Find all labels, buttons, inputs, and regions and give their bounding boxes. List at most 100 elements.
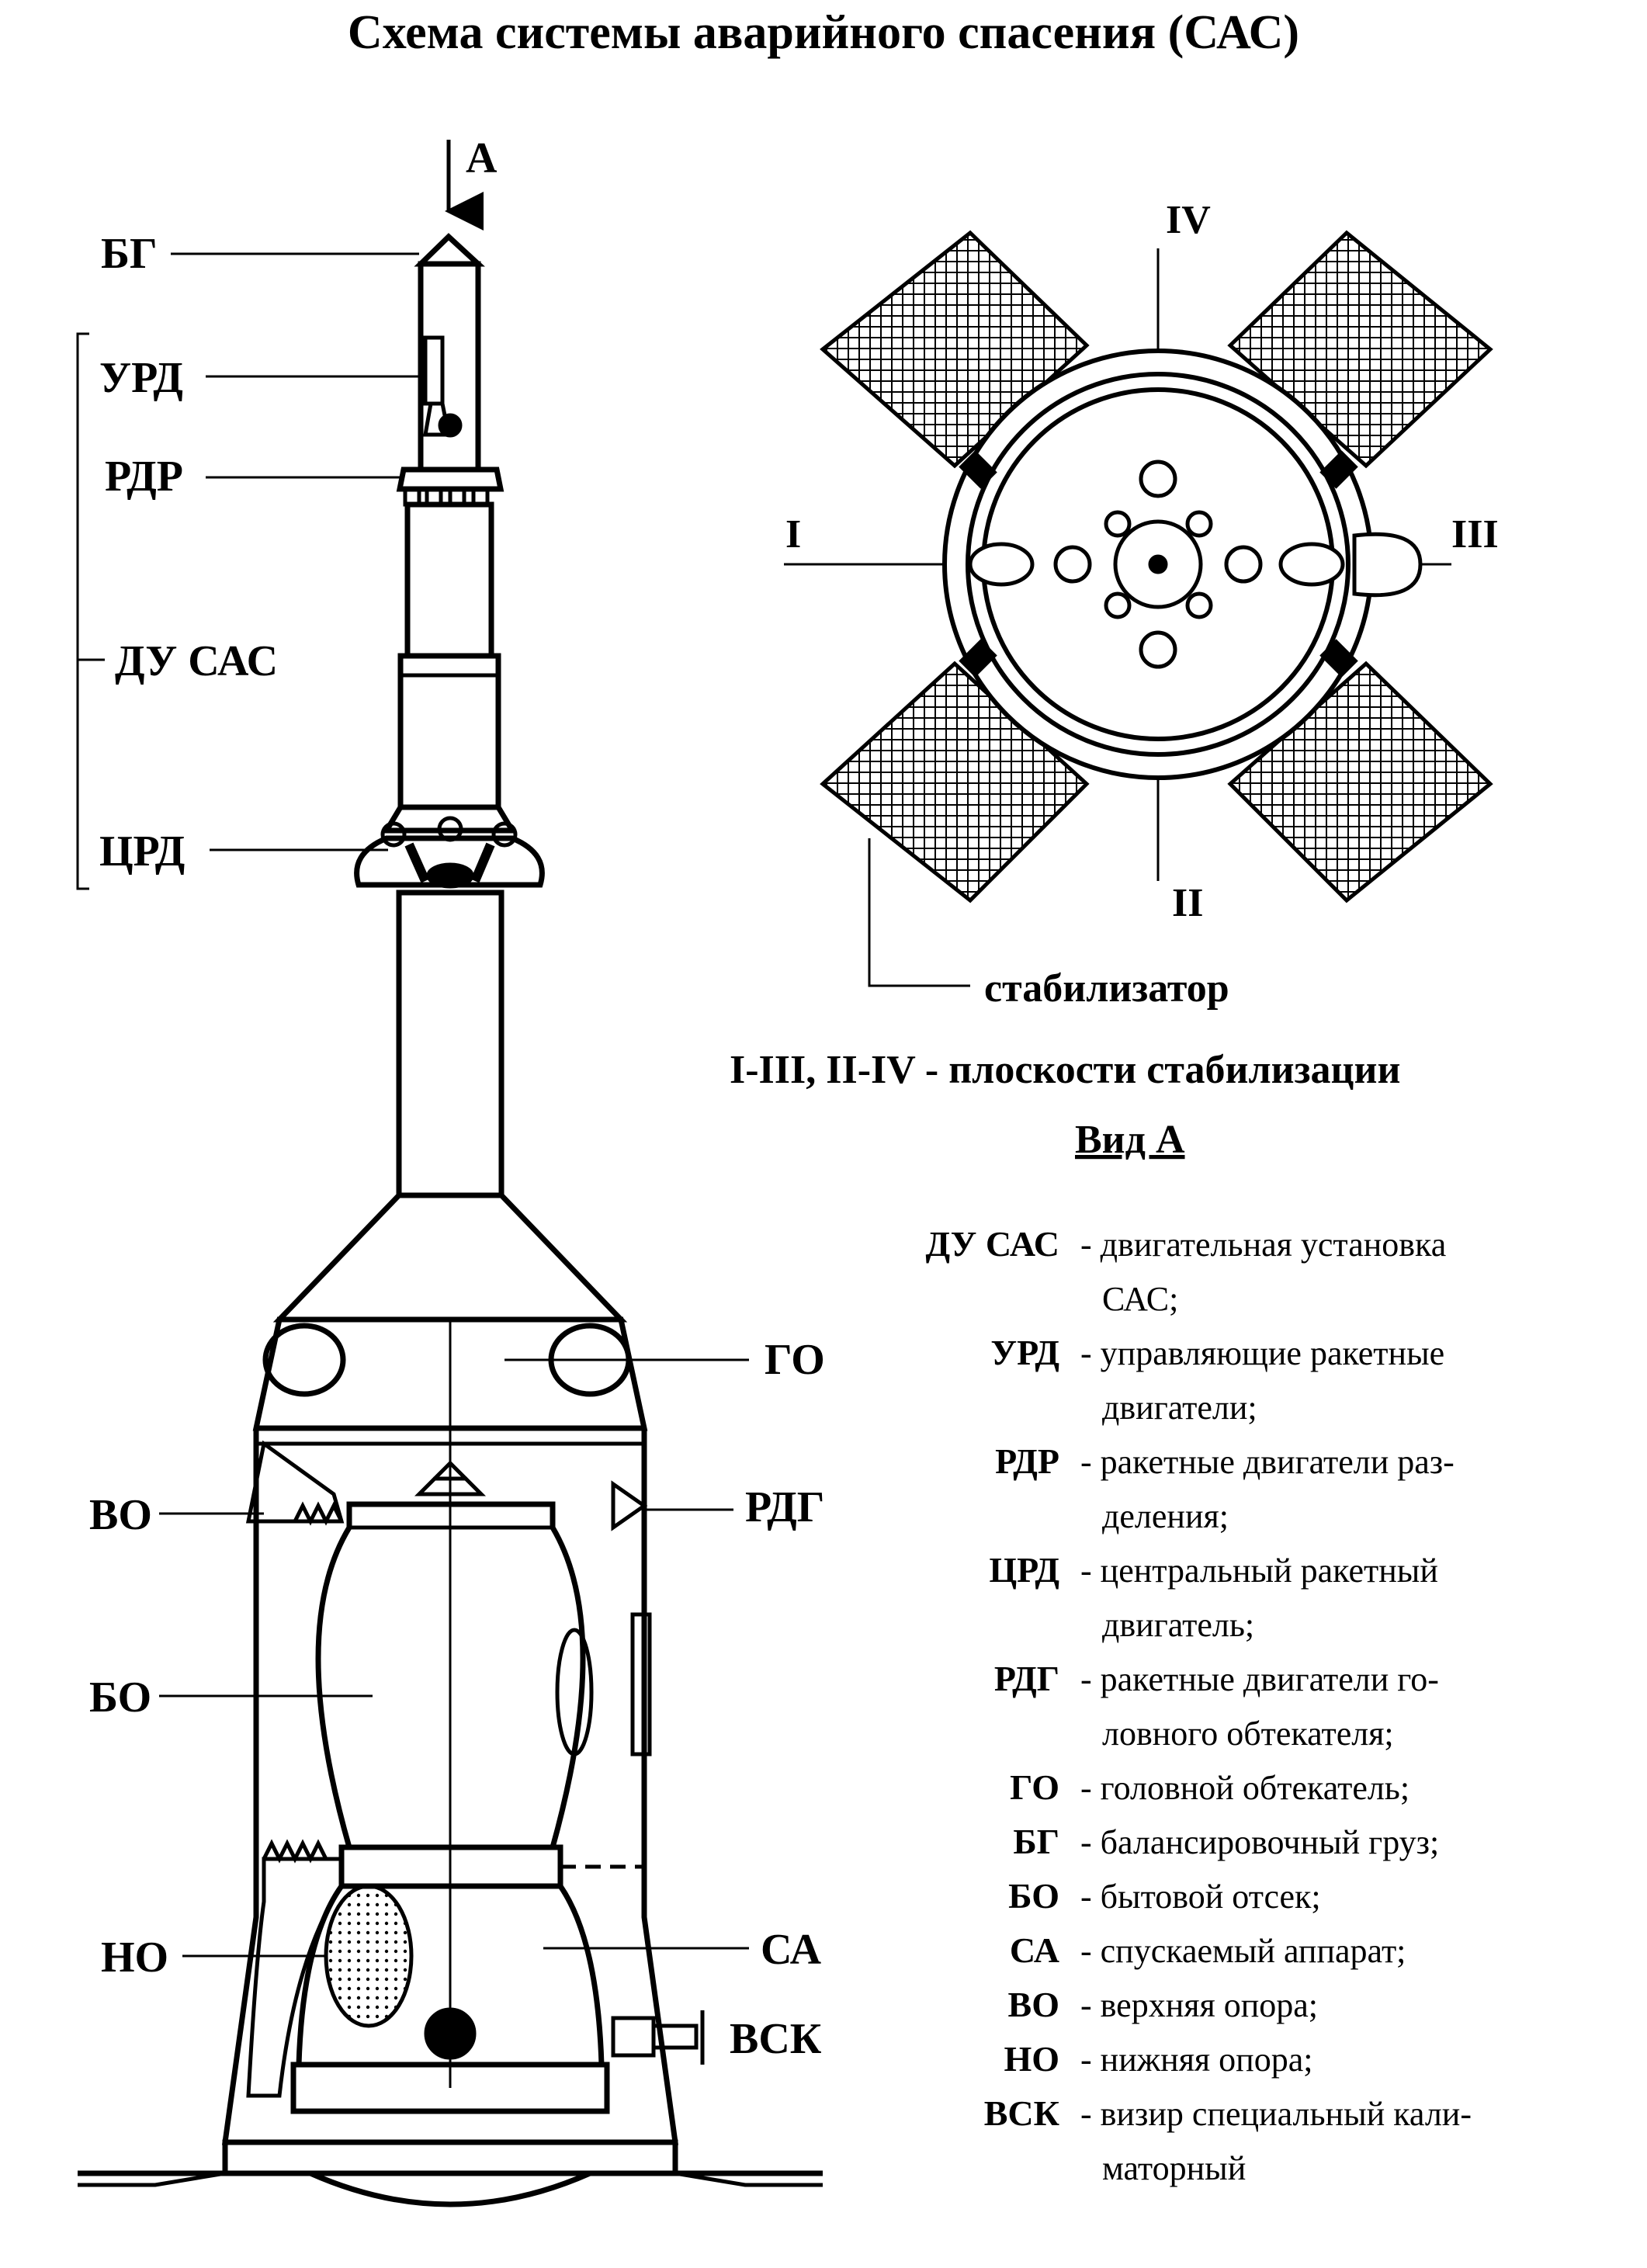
label-bg: БГ bbox=[101, 230, 158, 278]
view-a: I II III IV стабилизатор I-III, II-IV - … bbox=[730, 198, 1499, 1162]
legend-abbr: РДГ bbox=[994, 1659, 1059, 1698]
rdr-ring bbox=[396, 466, 505, 492]
axis-label-iii: III bbox=[1451, 512, 1499, 557]
inner-ring bbox=[966, 372, 1351, 757]
axis-label-i: I bbox=[785, 512, 801, 557]
legend-row: ВО - верхняя опора; bbox=[1008, 1985, 1319, 2024]
sa-port bbox=[424, 2007, 477, 2060]
legend-abbr: СА bbox=[1010, 1930, 1059, 1970]
adapter-cone bbox=[272, 1192, 628, 1323]
legend-abbr: ВО bbox=[1008, 1985, 1059, 2024]
label-sa: СА bbox=[761, 1926, 822, 1974]
legend-abbr: УРД bbox=[990, 1333, 1059, 1372]
upper-support bbox=[245, 1440, 345, 1524]
legend-desc: - ракетные двигатели раз- bbox=[1080, 1443, 1455, 1481]
upper-support-spring bbox=[293, 1501, 344, 1526]
lower-support-spring bbox=[262, 1839, 328, 1864]
du-sas-upper-body bbox=[404, 501, 494, 659]
engine-cluster bbox=[968, 459, 1423, 669]
crd-center bbox=[1148, 554, 1168, 574]
leader-lines bbox=[76, 252, 749, 1958]
legend-abbr: БО bbox=[1008, 1876, 1059, 1916]
legend-desc: двигатели; bbox=[1102, 1389, 1257, 1427]
planes-caption: I-III, II-IV - плоскости стабилизации bbox=[730, 1048, 1400, 1092]
legend-row: РДР - ракетные двигатели раз-деления; bbox=[995, 1441, 1455, 1535]
sas-tower-tube bbox=[396, 890, 505, 1198]
sa-base bbox=[290, 2062, 610, 2114]
legend-row: НО - нижняя опора; bbox=[1004, 2039, 1312, 2079]
legend-row: ГО - головной обтекатель; bbox=[1010, 1767, 1409, 1807]
label-rdr: РДР bbox=[105, 453, 183, 501]
legend-abbr: ВСК bbox=[984, 2093, 1059, 2133]
vsk-bump bbox=[1352, 532, 1423, 598]
vsk-collimator bbox=[611, 2016, 656, 2058]
label-no: НО bbox=[101, 1933, 168, 1982]
legend-desc: - управляющие ракетные bbox=[1080, 1334, 1444, 1372]
legend-abbr: РДР bbox=[995, 1441, 1059, 1481]
stabilizer-fin-bottom-left bbox=[820, 661, 1090, 903]
legend-desc: САС; bbox=[1102, 1280, 1178, 1318]
legend-row: ЦРД - центральный ракетный двигатель; bbox=[989, 1550, 1437, 1644]
stabilizer-leader bbox=[868, 838, 970, 987]
diagram-title: Схема системы аварийного спасения (САС) bbox=[347, 6, 1300, 59]
urd-valve bbox=[438, 413, 463, 438]
stabilizer-fins bbox=[820, 230, 1493, 903]
legend-desc: - спускаемый аппарат; bbox=[1080, 1932, 1406, 1970]
legend-desc: двигатель; bbox=[1102, 1606, 1254, 1644]
rdg-engine-right bbox=[611, 1480, 648, 1531]
label-vsk: ВСК bbox=[730, 2015, 822, 2063]
legend-desc: - головной обтекатель; bbox=[1080, 1769, 1409, 1807]
legend-row: БГ - балансировочный груз; bbox=[1013, 1822, 1439, 1861]
legend-row: УРД - управляющие ракетные двигатели; bbox=[990, 1333, 1444, 1427]
urd-tube bbox=[418, 261, 481, 473]
legend-abbr: ДУ САС bbox=[925, 1224, 1059, 1264]
side-view bbox=[78, 140, 823, 2207]
view-a-title: Вид А bbox=[1075, 1118, 1185, 1162]
legend-desc: - ракетные двигатели го- bbox=[1080, 1660, 1439, 1698]
lower-support bbox=[246, 1857, 344, 2098]
legend-abbr: ГО bbox=[1010, 1767, 1059, 1807]
urd-engine bbox=[423, 335, 445, 406]
label-bo: БО bbox=[89, 1673, 151, 1722]
legend-abbr: ЦРД bbox=[989, 1550, 1059, 1590]
rdg-pod-left bbox=[262, 1323, 346, 1397]
legend-desc: - центральный ракетный bbox=[1080, 1552, 1438, 1590]
base-skirt bbox=[222, 2139, 678, 2176]
rdg-pod-opposite bbox=[1278, 542, 1345, 587]
legend-desc: деления; bbox=[1102, 1497, 1229, 1535]
legend-desc: - верхняя опора; bbox=[1080, 1986, 1318, 2024]
rdg-pod-i bbox=[968, 542, 1035, 587]
legend-desc: - нижняя опора; bbox=[1080, 2041, 1312, 2079]
legend-desc: - балансировочный груз; bbox=[1080, 1823, 1439, 1861]
stabilizer-fin-top-left bbox=[820, 230, 1090, 469]
label-urd: УРД bbox=[99, 354, 183, 402]
legend-row: ВСК- визир специальный кали-маторный bbox=[984, 2093, 1472, 2187]
du-sas-bracket bbox=[76, 332, 89, 890]
label-du-sas: ДУ САС bbox=[115, 637, 278, 685]
heat-shield bbox=[309, 2170, 591, 2207]
legend-row: СА - спускаемый аппарат; bbox=[1010, 1930, 1406, 1970]
ballast-tip bbox=[414, 233, 485, 267]
legend-abbr: БГ bbox=[1013, 1822, 1059, 1861]
side-view-labels: А БГ УРД РДР ДУ САС ЦРД ГО ВО РДГ БО НО … bbox=[89, 134, 825, 2063]
legend-desc: - бытовой отсек; bbox=[1080, 1878, 1321, 1916]
legend-desc: - двигательная установка bbox=[1080, 1226, 1446, 1264]
label-rdg: РДГ bbox=[745, 1483, 824, 1531]
side-panel bbox=[630, 1612, 652, 1756]
legend-desc: маторный bbox=[1102, 2149, 1246, 2187]
sa-hatch bbox=[324, 1884, 414, 2028]
legend-desc: ловного обтекателя; bbox=[1102, 1715, 1394, 1753]
bo-window bbox=[555, 1628, 594, 1756]
du-sas-main-body bbox=[397, 653, 501, 810]
label-crd: ЦРД bbox=[99, 827, 185, 876]
legend-row: РДГ - ракетные двигатели го-ловного обтек… bbox=[994, 1659, 1439, 1753]
label-go: ГО bbox=[765, 1336, 825, 1384]
label-a: А bbox=[466, 134, 498, 182]
axis-label-iv: IV bbox=[1166, 198, 1211, 242]
legend-abbr: НО bbox=[1004, 2039, 1059, 2079]
label-vo: ВО bbox=[89, 1491, 152, 1539]
axis-label-ii: II bbox=[1172, 881, 1203, 925]
